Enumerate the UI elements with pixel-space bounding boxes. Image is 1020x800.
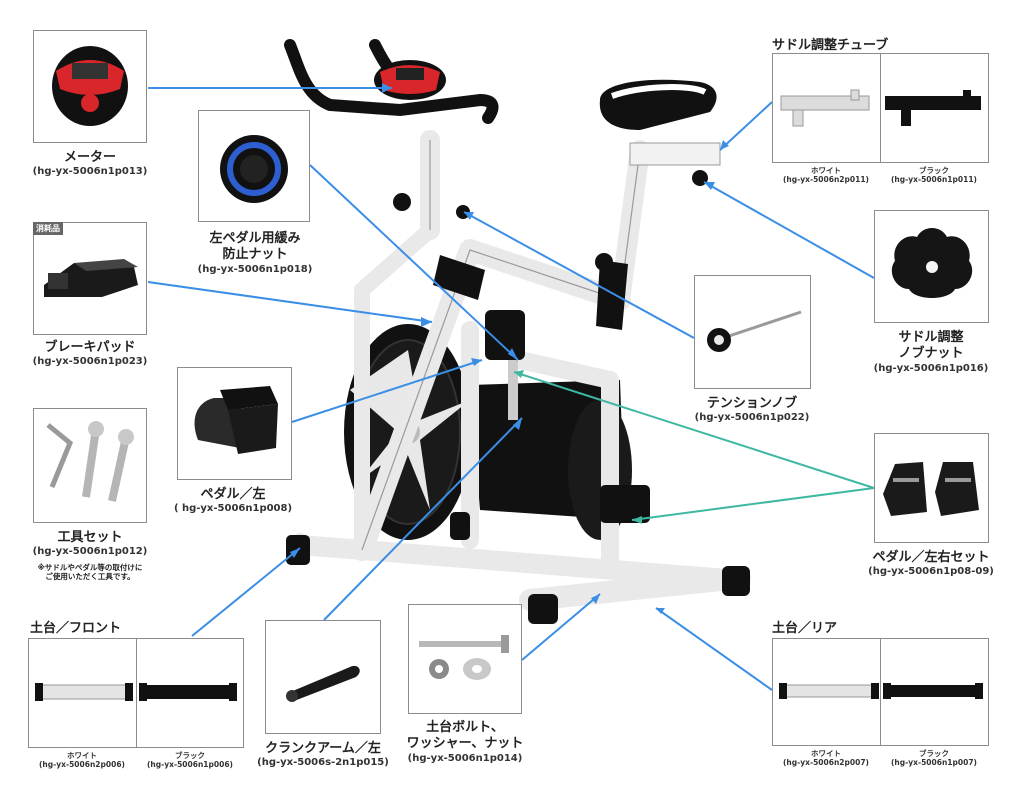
pedal-set-code: (hg-yx-5006n1p08-09): [868, 566, 994, 578]
saddle-tube-white-name: ホワイト: [811, 166, 841, 175]
brake-pad-code: (hg-yx-5006n1p023): [32, 356, 148, 368]
base-front-divider: [136, 639, 137, 747]
pedal-left-label: ペダル／左 ( hg-yx-5006n1p008): [163, 487, 303, 516]
base-front-title: 土台／フロント: [30, 621, 122, 636]
pedal-set-photo-frame: [874, 433, 989, 543]
brake-pad-photo-frame: 消耗品: [33, 222, 147, 335]
tool-set-photo: [46, 421, 134, 502]
base-rear-white-code: (hg-yx-5006n2p007): [783, 758, 869, 768]
tension-knob-code: (hg-yx-5006n1p022): [694, 412, 810, 424]
brake-pad-label: ブレーキパッド (hg-yx-5006n1p023): [20, 340, 160, 369]
base-rear-white-name: ホワイト: [811, 749, 841, 758]
saddle-knob-label: サドル調整 ノブナット (hg-yx-5006n1p016): [860, 330, 1002, 375]
base-end-caps: [286, 512, 750, 624]
saddle-knob-name-2: ノブナット: [898, 346, 964, 362]
base-rear-black-code: (hg-yx-5006n1p007): [891, 758, 977, 768]
saddle-knob-photo-frame: [874, 210, 989, 323]
brake-pad-photo: [44, 259, 138, 297]
base-front-black-label: ブラック (hg-yx-5006n1p006): [136, 751, 244, 770]
bike-frame: [290, 130, 751, 611]
pedal-set-photo: [883, 462, 979, 516]
left-pedal-nut-photo-frame: [198, 110, 310, 222]
saddle-tube-photos: [780, 89, 981, 127]
base-rear-white-label: ホワイト (hg-yx-5006n2p007): [772, 749, 880, 768]
tension-knob-name: テンションノブ: [706, 396, 798, 411]
base-rear-photos: [779, 683, 983, 699]
tool-set-name: 工具セット: [57, 530, 123, 545]
base-front-photos: [35, 683, 237, 701]
brake-pad-name: ブレーキパッド: [44, 340, 136, 355]
tool-set-label: 工具セット (hg-yx-5006n1p012) ※サドルやペダル等の取付けに …: [14, 530, 166, 582]
base-bolt-name-1: 土台ボルト、: [426, 720, 504, 735]
meter-code: (hg-yx-5006n1p013): [32, 166, 148, 178]
saddle-tube-divider: [880, 54, 881, 162]
pedal-left-photo: [194, 386, 278, 454]
saddle-tube-white-code: (hg-yx-5006n2p011): [783, 175, 869, 185]
pointer-arrows: [147, 87, 875, 691]
tool-set-note-2: ご使用いただく工具です。: [45, 572, 135, 582]
crank-arm-code: (hg-yx-5006s-2n1p015): [257, 757, 389, 769]
tension-knob-photo: [707, 310, 802, 352]
consumable-badge: 消耗品: [33, 222, 63, 235]
base-bolt-photo: [419, 635, 509, 680]
left-pedal-nut-photo: [220, 135, 288, 203]
tension-knob-photo-frame: [694, 275, 811, 389]
meter-label: メーター (hg-yx-5006n1p013): [20, 150, 160, 179]
crank-arm-photo: [286, 665, 360, 702]
pedal-left-photo-frame: [177, 367, 292, 480]
tool-set-photo-frame: [33, 408, 147, 523]
saddle-tube-white-label: ホワイト (hg-yx-5006n2p011): [772, 166, 880, 185]
meter-photo: [52, 46, 128, 126]
base-rear-photo-frame: [772, 638, 989, 746]
crank-arm-photo-frame: [265, 620, 381, 734]
crank-and-pedals: [485, 310, 650, 523]
saddle-knob-photo: [891, 228, 973, 298]
saddle-tube-photo-frame: [772, 53, 989, 163]
bike-meter: [374, 60, 446, 100]
tension-knob-label: テンションノブ (hg-yx-5006n1p022): [682, 396, 822, 425]
saddle-knob-code: (hg-yx-5006n1p016): [873, 362, 989, 374]
base-front-white-name: ホワイト: [67, 751, 97, 760]
left-pedal-nut-name-1: 左ペダル用緩み: [209, 231, 301, 246]
pedal-left-code: ( hg-yx-5006n1p008): [173, 503, 293, 515]
frame-knobs: [393, 170, 708, 271]
base-rear-divider: [880, 639, 881, 745]
arrow-heads: [290, 83, 729, 614]
base-bolt-label: 土台ボルト、 ワッシャー、ナット (hg-yx-5006n1p014): [390, 720, 540, 765]
saddle: [599, 79, 721, 166]
left-pedal-nut-name-2: 防止ナット: [222, 247, 288, 263]
base-rear-black-name: ブラック: [919, 749, 949, 758]
saddle-tube-black-label: ブラック (hg-yx-5006n1p011): [880, 166, 988, 185]
meter-photo-frame: [33, 30, 147, 143]
meter-name: メーター: [63, 150, 116, 165]
pedal-set-name: ペダル／左右セット: [872, 550, 990, 565]
crank-arm-label: クランクアーム／左 (hg-yx-5006s-2n1p015): [245, 741, 401, 770]
crank-arm-name: クランクアーム／左: [265, 741, 381, 756]
pedal-set-label: ペダル／左右セット (hg-yx-5006n1p08-09): [846, 550, 1016, 579]
left-pedal-nut-code: (hg-yx-5006n1p018): [197, 263, 313, 275]
base-rear-title: 土台／リア: [772, 621, 838, 636]
base-front-photo-frame: [28, 638, 244, 748]
saddle-tube-black-name: ブラック: [919, 166, 949, 175]
tool-set-code: (hg-yx-5006n1p012): [32, 546, 148, 558]
saddle-tube-title: サドル調整チューブ: [772, 38, 889, 53]
left-pedal-nut-label: 左ペダル用緩み 防止ナット (hg-yx-5006n1p018): [185, 231, 325, 276]
base-rear-black-label: ブラック (hg-yx-5006n1p007): [880, 749, 988, 768]
base-front-black-name: ブラック: [175, 751, 205, 760]
pedal-left-name: ペダル／左: [200, 487, 266, 502]
base-bolt-code: (hg-yx-5006n1p014): [407, 752, 523, 764]
base-bolt-photo-frame: [408, 604, 522, 714]
frame-decal: [433, 255, 628, 330]
base-front-white-code: (hg-yx-5006n2p006): [39, 760, 125, 770]
saddle-knob-name-1: サドル調整: [898, 330, 964, 345]
base-front-white-label: ホワイト (hg-yx-5006n2p006): [28, 751, 136, 770]
saddle-tube-black-code: (hg-yx-5006n1p011): [891, 175, 977, 185]
base-bolt-name-2: ワッシャー、ナット: [406, 736, 524, 752]
base-front-black-code: (hg-yx-5006n1p006): [147, 760, 233, 770]
tool-set-note-1: ※サドルやペダル等の取付けに: [37, 562, 143, 572]
